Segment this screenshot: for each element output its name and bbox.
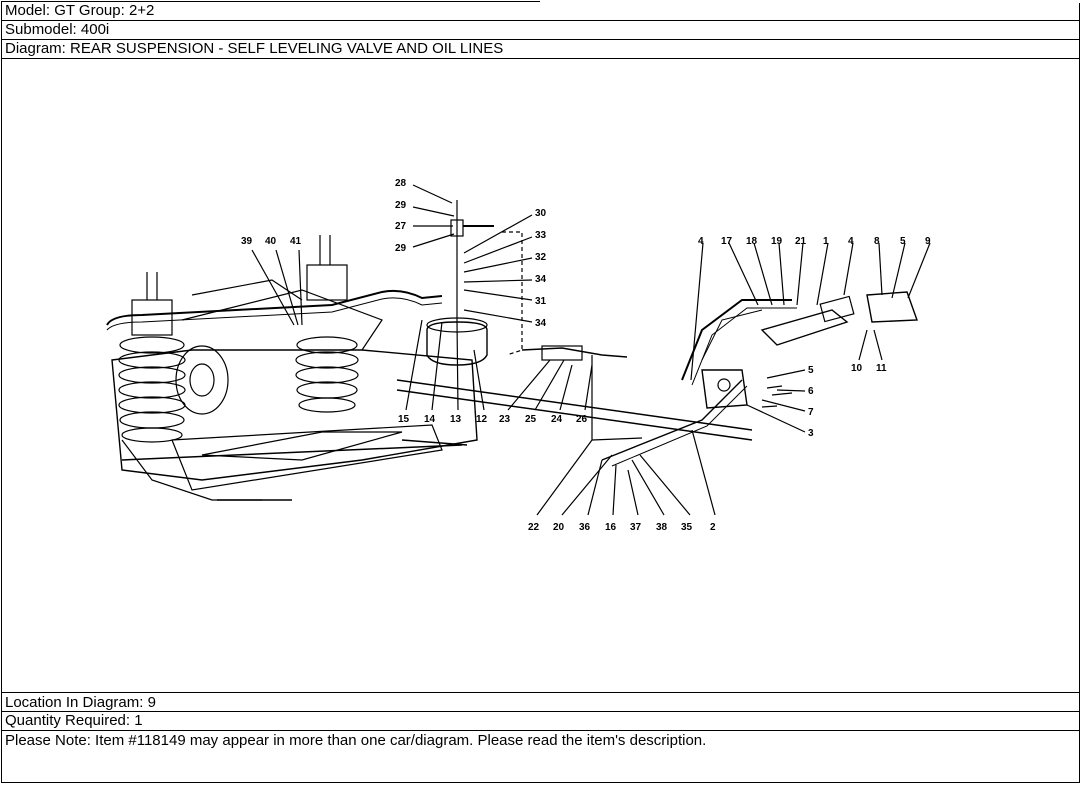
callout-10: 10 (851, 363, 863, 374)
callout-28: 28 (395, 178, 407, 189)
callout-17: 17 (721, 236, 733, 247)
callout-34-lower: 34 (535, 318, 547, 329)
callout-24: 24 (551, 414, 563, 425)
callout-2: 2 (710, 522, 716, 533)
callout-3: 3 (808, 428, 814, 439)
callout-21: 21 (795, 236, 807, 247)
callout-33: 33 (535, 230, 547, 241)
callout-23: 23 (499, 414, 511, 425)
callout-11: 11 (876, 363, 887, 374)
callout-13: 13 (450, 414, 462, 425)
callout-12: 12 (476, 414, 488, 425)
callout-6: 6 (808, 386, 814, 397)
top-border-gap (540, 1, 1080, 3)
callout-35: 35 (681, 522, 693, 533)
callout-31: 31 (535, 296, 547, 307)
submodel-row: Submodel: 400i (1, 20, 1080, 40)
callout-38: 38 (656, 522, 668, 533)
diagram-linework (106, 184, 931, 516)
callout-22: 22 (528, 522, 540, 533)
note-row: Please Note: Item #118149 may appear in … (5, 732, 707, 749)
callout-7: 7 (808, 407, 814, 418)
callout-36: 36 (579, 522, 591, 533)
diagram-title-row: Diagram: REAR SUSPENSION - SELF LEVELING… (1, 39, 1080, 59)
callout-32: 32 (535, 252, 547, 263)
callout-27: 27 (395, 221, 407, 232)
callout-26: 26 (576, 414, 588, 425)
callout-15: 15 (398, 414, 410, 425)
callout-14: 14 (424, 414, 436, 425)
callout-4-right: 4 (848, 236, 854, 247)
callout-9: 9 (925, 236, 931, 247)
callout-19: 19 (771, 236, 783, 247)
quantity-row: Quantity Required: 1 (1, 711, 1080, 731)
callout-16: 16 (605, 522, 617, 533)
callout-39: 39 (241, 236, 253, 247)
callout-1: 1 (823, 236, 829, 247)
callout-40: 40 (265, 236, 277, 247)
callout-29-lower: 29 (395, 243, 407, 254)
callout-20: 20 (553, 522, 565, 533)
model-row: Model: GT Group: 2+2 (1, 1, 1080, 21)
location-row: Location In Diagram: 9 (1, 692, 1080, 712)
callout-4-left: 4 (698, 236, 704, 247)
callout-30: 30 (535, 208, 547, 219)
callout-5-top: 5 (900, 236, 906, 247)
callout-25: 25 (525, 414, 537, 425)
callout-37: 37 (630, 522, 642, 533)
callout-18: 18 (746, 236, 758, 247)
exploded-parts-diagram: 28 29 27 29 30 33 32 34 31 34 39 40 41 1… (2, 60, 1079, 691)
diagram-drawing: 28 29 27 29 30 33 32 34 31 34 39 40 41 1… (106, 178, 931, 533)
callout-34-top: 34 (535, 274, 547, 285)
callout-5-mid: 5 (808, 365, 814, 376)
callout-8: 8 (874, 236, 880, 247)
callout-41: 41 (290, 236, 302, 247)
callout-29-top: 29 (395, 200, 407, 211)
